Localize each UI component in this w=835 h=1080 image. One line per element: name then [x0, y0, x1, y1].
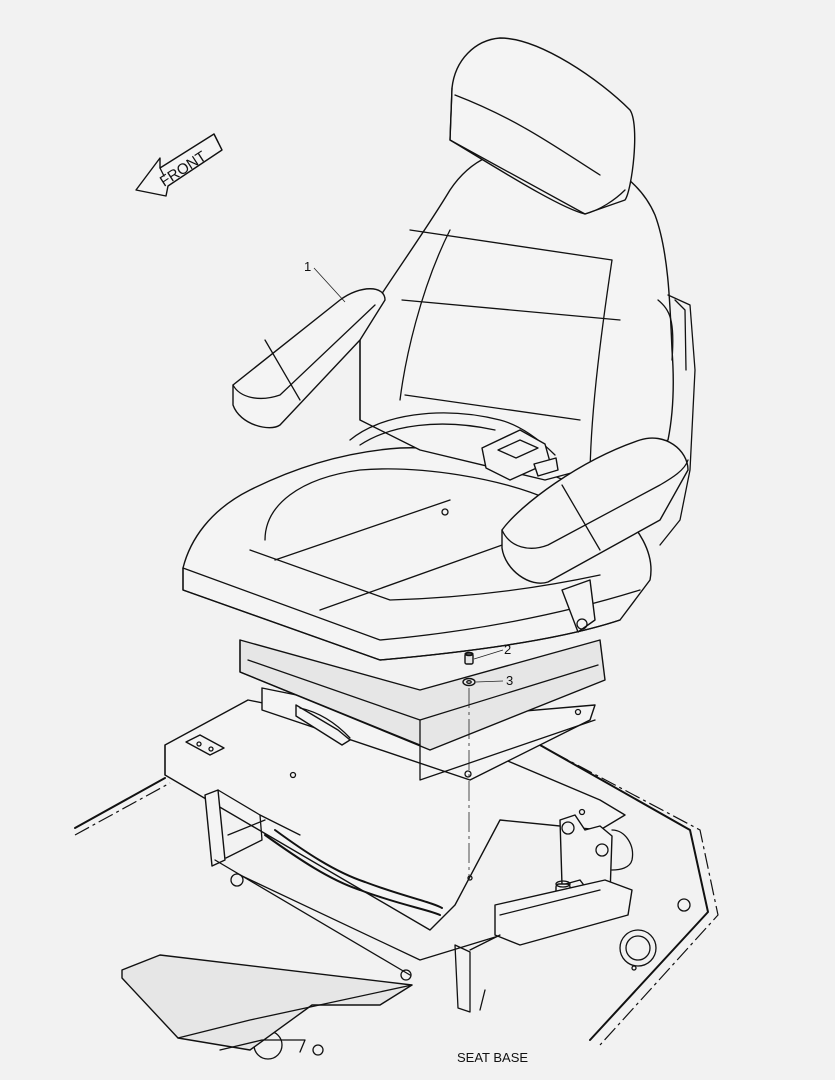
floor-plate	[74, 739, 719, 1046]
leader-lines	[313, 267, 504, 683]
callout-3: 3	[506, 673, 513, 688]
bolt-icon	[464, 651, 474, 665]
seat-suspension	[239, 639, 606, 781]
callout-2: 2	[504, 642, 511, 657]
seat-armrests	[232, 288, 696, 584]
diagram-caption: SEAT BASE	[457, 1050, 528, 1065]
hardware-bolt-washer	[462, 651, 476, 876]
seat-base-frame	[121, 699, 691, 1060]
front-arrow-icon: FRONT	[135, 133, 223, 197]
seat-belt	[349, 412, 596, 633]
washer-icon	[462, 677, 476, 687]
seat-backrest	[359, 37, 674, 481]
callout-1: 1	[304, 259, 311, 274]
